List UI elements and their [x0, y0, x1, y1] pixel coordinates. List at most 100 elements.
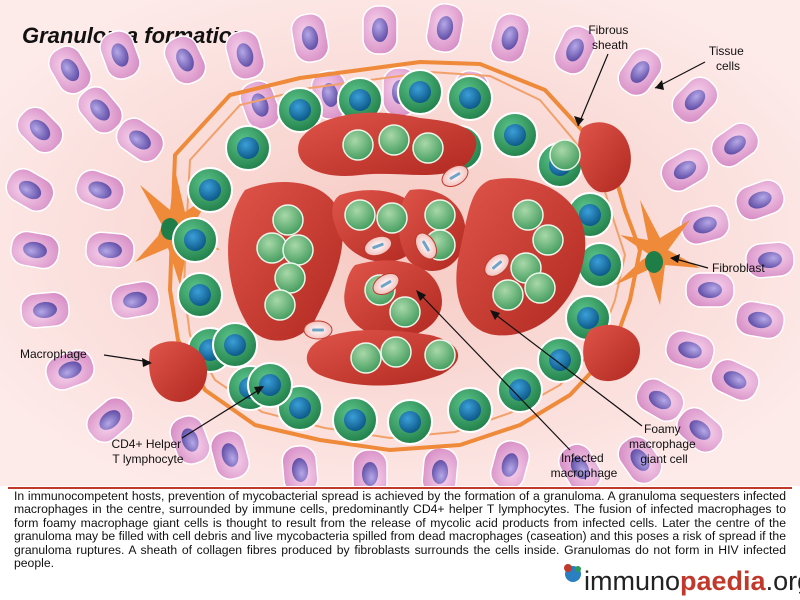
mycobacterium: [303, 320, 333, 340]
tissue-cell: [745, 241, 795, 279]
infected-inner-cell: [412, 132, 444, 164]
tissue-cells: [5, 3, 795, 486]
tissue-cell: [421, 447, 459, 486]
immunopaedia-logo[interactable]: immunopaedia.org: [584, 566, 800, 596]
tissue-cell: [735, 300, 785, 340]
logo-part-immuno: immuno: [584, 566, 681, 596]
tissue-cell: [45, 349, 95, 391]
fibroblast-right: [615, 200, 700, 305]
label-foamy-giant-cell: Foamy macrophage giant cell: [629, 422, 699, 466]
tissue-cell: [20, 291, 70, 329]
macrophage-left-large: [228, 182, 343, 341]
tissue-cell: [290, 13, 330, 63]
cd4-lymphocyte: [172, 217, 218, 263]
infected-inner-cell: [272, 204, 304, 236]
tissue-cell: [76, 86, 124, 134]
cd4-lymphocyte: [397, 69, 443, 115]
tissue-cell: [110, 280, 160, 320]
infected-inner-cell: [282, 234, 314, 266]
infected-inner-cell: [378, 124, 410, 156]
infected-inner-cell: [274, 262, 306, 294]
tissue-cell: [676, 406, 724, 454]
infected-inner-cell: [342, 129, 374, 161]
caption-text: In immunocompetent hosts, prevention of …: [14, 489, 786, 571]
inner-cells: [256, 124, 581, 374]
macrophage-rightlow: [583, 324, 640, 382]
tissue-cell: [710, 122, 760, 168]
tissue-cell: [617, 435, 663, 485]
immunopaedia-logo-icon: [564, 564, 581, 582]
label-macrophage: Macrophage: [20, 347, 87, 361]
tissue-cell: [685, 272, 735, 308]
macrophage-leftedge: [149, 341, 208, 402]
mycobacterium: [441, 165, 469, 187]
cd4-lymphocyte: [332, 397, 378, 443]
cd4-lymphocyte: [537, 337, 583, 383]
tissue-cell: [680, 204, 730, 246]
tissue-cell: [710, 358, 760, 402]
infected-inner-cell: [549, 139, 581, 171]
mycobacterium: [363, 235, 393, 257]
tissue-cell: [281, 445, 319, 486]
granuloma-diagram: Granuloma formation Fibrous sheath: [0, 0, 800, 486]
cd4-lymphocyte: [387, 399, 433, 445]
tissue-cell: [671, 76, 719, 124]
tissue-cell: [169, 415, 211, 465]
infected-inner-cell: [492, 279, 524, 311]
cd4-lymphocyte: [447, 75, 493, 121]
tissue-cell: [163, 35, 207, 85]
mycobacterium: [415, 232, 437, 260]
tissue-cell: [665, 329, 715, 371]
logo-part-paedia: paedia: [680, 566, 766, 596]
tissue-cell: [224, 30, 266, 80]
tissue-cell: [85, 231, 135, 269]
tissue-cell: [48, 45, 92, 95]
infected-inner-cell: [512, 199, 544, 231]
tissue-cell: [10, 230, 60, 270]
infected-inner-cell: [350, 342, 382, 374]
tissue-cell: [115, 117, 165, 163]
cd4-lymphocyte: [177, 272, 223, 318]
tissue-cell: [5, 168, 55, 212]
tissue-cell: [489, 440, 531, 486]
label-fibroblast: Fibroblast: [712, 261, 765, 275]
macrophage-lowcenter: [344, 260, 442, 339]
caption-divider: [8, 487, 792, 489]
tissue-cell: [352, 449, 388, 486]
label-cd4: CD4+ Helper T lymphocyte: [111, 437, 184, 466]
tissue-cell: [558, 443, 602, 486]
cd4-lymphocyte: [337, 77, 383, 123]
label-tissue-cells: Tissue cells: [709, 44, 747, 73]
infected-inner-cell: [424, 199, 456, 231]
tissue-cell: [735, 179, 785, 221]
macrophage-rightedge: [578, 122, 631, 193]
cd4-lymphocyte: [277, 87, 323, 133]
tissue-cell: [362, 5, 398, 55]
infected-inner-cell: [380, 336, 412, 368]
tissue-cell: [75, 169, 125, 211]
label-fibrous-sheath: Fibrous sheath: [588, 23, 631, 52]
cd4-lymphocyte: [212, 322, 258, 368]
infected-inner-cell: [264, 289, 296, 321]
mycobacterium: [372, 273, 400, 295]
label-infected-macrophage: Infected macrophage: [551, 451, 618, 480]
cd4-lymphocyte: [225, 125, 271, 171]
tissue-cell: [16, 106, 64, 154]
tissue-cell: [209, 430, 251, 480]
tissue-cell: [617, 47, 663, 97]
infected-inner-cell: [532, 224, 564, 256]
tissue-cell: [660, 148, 710, 192]
infected-inner-cell: [389, 296, 421, 328]
cd4-lymphocyte: [247, 362, 293, 408]
mycobacterium: [484, 253, 510, 277]
infected-inner-cell: [424, 339, 456, 371]
tissue-cell: [425, 3, 465, 53]
mycobacteria: [303, 165, 510, 340]
logo-part-org: .org: [765, 566, 800, 596]
cd4-lymphocyte: [497, 367, 543, 413]
tissue-cell: [553, 25, 597, 75]
tissue-cell: [489, 13, 531, 63]
cd4-lymphocyte: [447, 387, 493, 433]
infected-inner-cell: [376, 202, 408, 234]
tissue-cell: [635, 378, 685, 422]
